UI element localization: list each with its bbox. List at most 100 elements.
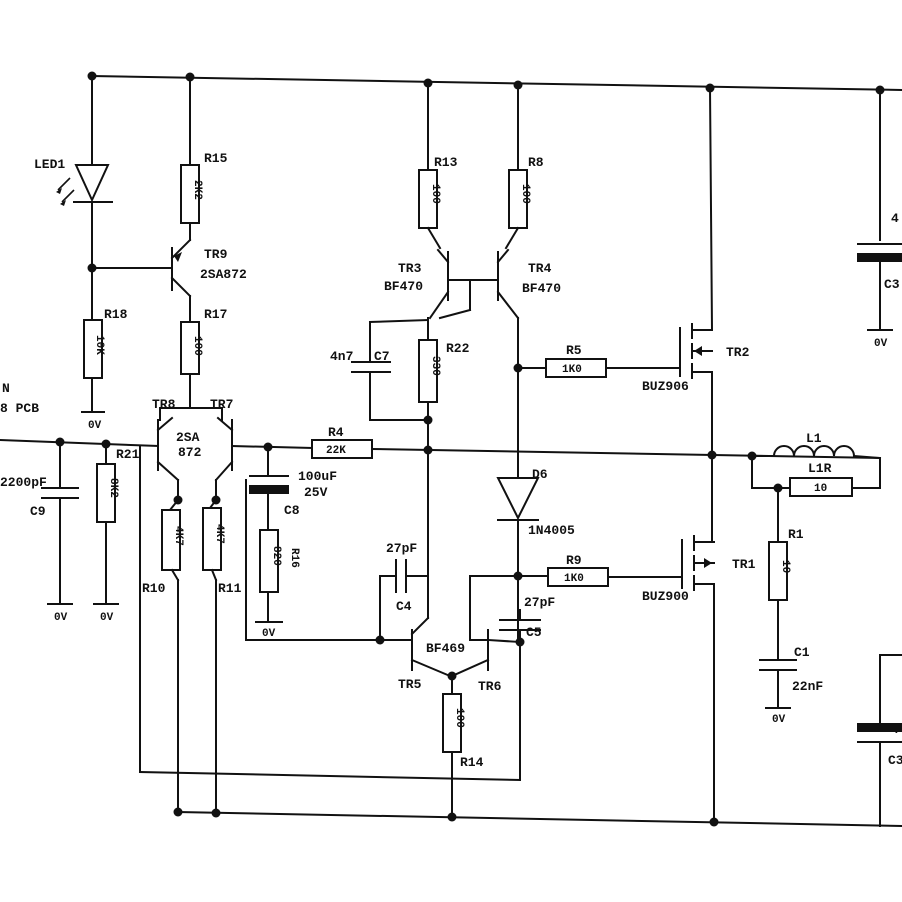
r10-label: R10 bbox=[142, 581, 166, 596]
c5: 27pF C5 bbox=[469, 575, 555, 643]
tr2-part: BUZ906 bbox=[642, 379, 689, 394]
r1-value: 10 bbox=[779, 560, 791, 573]
driver-column bbox=[513, 317, 547, 479]
c4-label: C4 bbox=[396, 599, 412, 614]
r10-value: 4K7 bbox=[172, 526, 184, 546]
edge-label-4-top: 4 bbox=[891, 211, 899, 226]
r1-label: R1 bbox=[788, 527, 804, 542]
r14-label: R14 bbox=[460, 755, 484, 770]
l1r-label: L1R bbox=[808, 461, 832, 476]
ground-label: 0V bbox=[262, 628, 276, 640]
r4-value: 22K bbox=[326, 445, 346, 457]
feedback-network: 22K R4 100uF 25V C8 820 R16 0V bbox=[230, 425, 882, 640]
c8-value-a: 100uF bbox=[298, 469, 337, 484]
c4: 27pF C4 bbox=[379, 541, 429, 641]
input-network: 0V 2200pF C9 8K2 R21 0V bbox=[0, 437, 160, 624]
tr8-tr7-pair: TR8 TR7 2SA 872 bbox=[152, 397, 234, 505]
tr3-label: TR3 bbox=[398, 261, 422, 276]
l1r-value: 10 bbox=[814, 483, 827, 495]
r18-value: 10K bbox=[93, 335, 105, 355]
c9-label: C9 bbox=[30, 504, 46, 519]
r14-value: 100 bbox=[453, 708, 465, 728]
tr5-label: TR5 bbox=[398, 677, 422, 692]
tr8-loop-wire bbox=[138, 445, 525, 782]
r11: 4K7 R11 bbox=[202, 498, 242, 813]
led1-label: LED1 bbox=[34, 157, 65, 172]
c5-label: C5 bbox=[526, 625, 542, 640]
r8: 100 R8 bbox=[504, 84, 544, 250]
r14: 100 R14 bbox=[442, 675, 484, 818]
tr4-part: BF470 bbox=[522, 281, 561, 296]
ground-label: 0V bbox=[100, 612, 114, 624]
tr7-label: TR7 bbox=[210, 397, 233, 412]
tr3: TR3 BF470 bbox=[384, 248, 471, 320]
r21-value: 8K2 bbox=[107, 478, 119, 498]
tr1-label: TR1 bbox=[732, 557, 756, 572]
r13: 100 R13 bbox=[418, 82, 458, 250]
r15-label: R15 bbox=[204, 151, 228, 166]
tr5-tr6-pair: BF469 TR5 TR6 bbox=[379, 575, 522, 694]
tr56-part: BF469 bbox=[426, 641, 465, 656]
led1: LED1 bbox=[34, 75, 113, 321]
c1-value: 22nF bbox=[792, 679, 823, 694]
r1: 10 R1 bbox=[768, 487, 804, 661]
r9-label: R9 bbox=[566, 553, 582, 568]
r9: 1K0 R9 bbox=[469, 553, 683, 587]
d6: D6 1N4005 bbox=[496, 467, 575, 641]
tr3-part: BF470 bbox=[384, 279, 423, 294]
r5: 1K0 R5 bbox=[545, 343, 681, 378]
l1r: 10 bbox=[751, 457, 881, 497]
tr9-label: TR9 bbox=[204, 247, 228, 262]
r16-value: 820 bbox=[270, 546, 282, 566]
d6-part: 1N4005 bbox=[528, 523, 575, 538]
ground-label: 0V bbox=[88, 420, 102, 432]
ground-label: 0V bbox=[874, 338, 888, 350]
tr9: TR9 2SA872 bbox=[91, 238, 247, 298]
tr4: TR4 BF470 bbox=[438, 248, 561, 320]
edge-label-c3-bottom: C3 bbox=[888, 753, 902, 768]
tr2-label: TR2 bbox=[726, 345, 750, 360]
c7-label: C7 bbox=[374, 349, 390, 364]
c1: 0V C1 22nF bbox=[759, 645, 823, 726]
r4-label: R4 bbox=[328, 425, 344, 440]
r9-value: 1K0 bbox=[564, 573, 584, 585]
r11-label: R11 bbox=[218, 581, 242, 596]
l1-label: L1 bbox=[806, 431, 822, 446]
tr1: TR1 BUZ900 bbox=[642, 535, 756, 604]
r5-value: 1K0 bbox=[562, 364, 582, 376]
r10: 4K7 R10 bbox=[142, 498, 184, 813]
r21-label: R21 bbox=[116, 447, 140, 462]
r13-value: 100 bbox=[429, 184, 441, 204]
edge-label-n: N bbox=[2, 381, 10, 396]
reservoir-cap-bottom bbox=[857, 654, 902, 827]
tr8-label: TR8 bbox=[152, 397, 176, 412]
tr2: TR2 BUZ906 bbox=[642, 323, 750, 394]
r17: 100 R17 bbox=[180, 295, 227, 409]
r22: 330 R22 bbox=[418, 317, 470, 577]
output-column-wire bbox=[708, 86, 715, 823]
tr87-part-b: 872 bbox=[178, 445, 202, 460]
r18-label: R18 bbox=[104, 307, 128, 322]
c9-value: 2200pF bbox=[0, 475, 47, 490]
r17-value: 100 bbox=[191, 336, 203, 356]
edge-label-pcb: 8 PCB bbox=[0, 401, 39, 416]
ground-label: 0V bbox=[54, 612, 68, 624]
r8-label: R8 bbox=[528, 155, 544, 170]
tr4-label: TR4 bbox=[528, 261, 552, 276]
l1-inductor: L1 L1R bbox=[751, 431, 882, 489]
positive-supply-rail bbox=[87, 71, 902, 95]
r17-label: R17 bbox=[204, 307, 227, 322]
r11-value: 4K7 bbox=[213, 524, 225, 544]
c7: 4n7 C7 bbox=[330, 318, 430, 421]
reservoir-cap-top: 0V bbox=[857, 89, 902, 350]
c5-value: 27pF bbox=[524, 595, 555, 610]
edge-label-c3-top: C3 bbox=[884, 277, 900, 292]
tr87-part-a: 2SA bbox=[176, 430, 200, 445]
tr1-part: BUZ900 bbox=[642, 589, 689, 604]
c1-label: C1 bbox=[794, 645, 810, 660]
d6-label: D6 bbox=[532, 467, 548, 482]
r15-value: 2K2 bbox=[191, 180, 203, 200]
negative-supply-rail bbox=[173, 807, 902, 828]
r22-label: R22 bbox=[446, 341, 470, 356]
